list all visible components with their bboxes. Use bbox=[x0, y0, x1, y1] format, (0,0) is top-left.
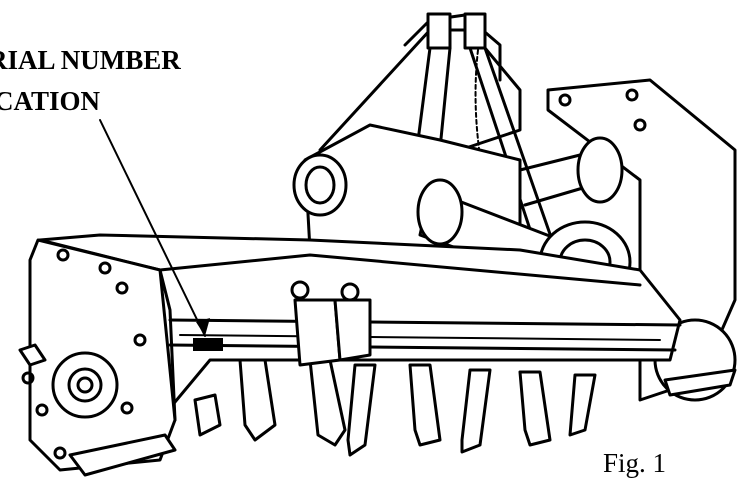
serial-number-plate bbox=[193, 338, 223, 351]
callout-leader-line bbox=[99, 119, 210, 337]
callout-line-1: ERIAL NUMBER bbox=[0, 45, 181, 75]
left-side-plate bbox=[21, 238, 177, 472]
tines bbox=[193, 358, 597, 457]
lower-link-brackets bbox=[290, 280, 372, 367]
skid-shoes bbox=[18, 343, 737, 477]
figure-caption: Fig. 1 bbox=[603, 448, 667, 478]
serial-number-location-callout: ERIAL NUMBER OCATION bbox=[0, 40, 181, 122]
callout-line-2: OCATION bbox=[0, 86, 101, 116]
